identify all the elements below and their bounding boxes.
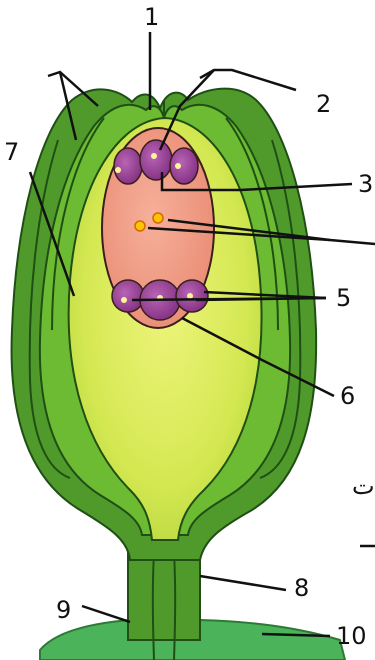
label-8: 8 — [294, 574, 309, 602]
synergid-left — [114, 148, 142, 184]
label-1: 1 — [144, 3, 159, 31]
label-9: 9 — [56, 596, 71, 624]
nucleus — [115, 167, 121, 173]
antipodal-cell-left — [112, 280, 144, 312]
nucleus — [187, 293, 193, 299]
polar-nucleus — [135, 221, 145, 231]
nucleus — [151, 153, 157, 159]
nucleus — [121, 297, 127, 303]
label-5: 5 — [336, 284, 351, 312]
nucleus — [175, 163, 181, 169]
label-7: 7 — [4, 138, 19, 166]
synergid-right — [170, 148, 198, 184]
label-6: 6 — [340, 382, 355, 410]
polar-nucleus — [153, 213, 163, 223]
egg-cell — [140, 140, 172, 180]
edge-text-fragment: ت. — [352, 472, 375, 500]
label-2: 2 — [316, 90, 331, 118]
label-10: 10 — [336, 622, 367, 650]
label-3: 3 — [358, 170, 373, 198]
